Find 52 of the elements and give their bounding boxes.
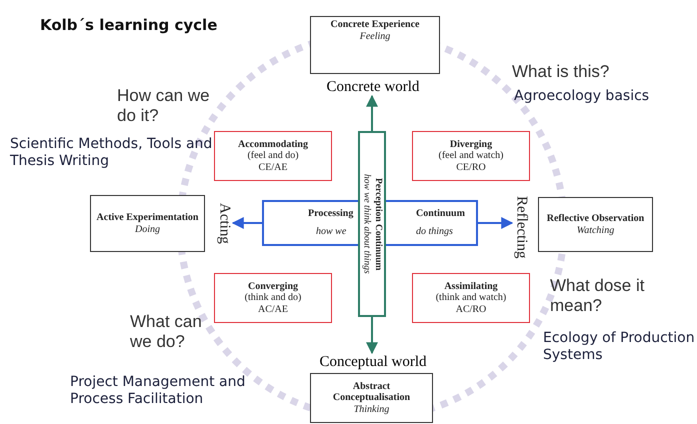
style-box — [214, 273, 332, 323]
style-box — [412, 131, 530, 181]
box-title: Diverging — [450, 138, 492, 150]
box-text: Watching — [576, 224, 614, 236]
box-title: Converging — [248, 280, 298, 292]
box-text: how we — [316, 226, 346, 238]
box-text: Thinking — [354, 404, 390, 416]
box-text: Feeling — [360, 30, 390, 42]
box-text: (think and do) — [244, 292, 302, 304]
stage-box — [90, 195, 205, 252]
box-text: AC/AE — [258, 304, 288, 316]
stage-box — [538, 197, 653, 252]
box-title: Accommodating — [238, 138, 308, 150]
topic-text: Ecology of Production Systems — [543, 330, 696, 364]
stage-box — [310, 16, 440, 74]
arrow — [232, 217, 262, 229]
action-label: Reflecting — [512, 196, 530, 258]
topic-text: Scientific Methods, Tools and Thesis Writing — [10, 136, 214, 170]
box-text: do things — [416, 226, 453, 238]
box-text: CE/AE — [258, 162, 288, 174]
world-label: Conceptual world — [310, 353, 436, 371]
question-text: What is this? — [512, 62, 610, 82]
box-text: Doing — [135, 224, 160, 235]
arrow — [478, 217, 514, 229]
arrow — [366, 317, 378, 354]
box-title: Reflective Observation — [546, 213, 644, 224]
box-title: Perception Continuum — [372, 178, 383, 270]
title: Kolb´s learning cycle — [40, 16, 218, 34]
box-title: Concrete Experience — [330, 19, 420, 30]
perception-box — [358, 131, 386, 317]
action-label: Acting — [216, 202, 232, 244]
topic-text: Agroecology basics — [514, 88, 650, 105]
box-text: CE/RO — [456, 162, 486, 174]
box-text: AC/RO — [456, 304, 486, 316]
box-text: how we think about things — [361, 174, 372, 274]
arrow — [366, 94, 378, 131]
box-title: Abstract Conceptualisation — [332, 380, 412, 404]
style-box — [214, 131, 332, 181]
box-title: Assimilating — [444, 280, 498, 292]
box-text: (feel and do) — [247, 150, 299, 162]
question-text: What can we do? — [130, 312, 203, 353]
style-box — [412, 273, 530, 323]
box-title: Processing — [308, 208, 354, 220]
box-text: (think and watch) — [436, 292, 506, 304]
box-text: (feel and watch) — [438, 150, 504, 162]
question-text: How can we do it? — [117, 86, 211, 127]
question-text: What dose it mean? — [550, 276, 646, 317]
topic-text: Project Management and Process Facilitation — [70, 374, 246, 408]
box-title: Active Experimentation — [96, 212, 198, 224]
world-label: Concrete world — [315, 78, 431, 96]
stage-box — [310, 373, 433, 423]
box-title: Continuum — [416, 208, 465, 220]
